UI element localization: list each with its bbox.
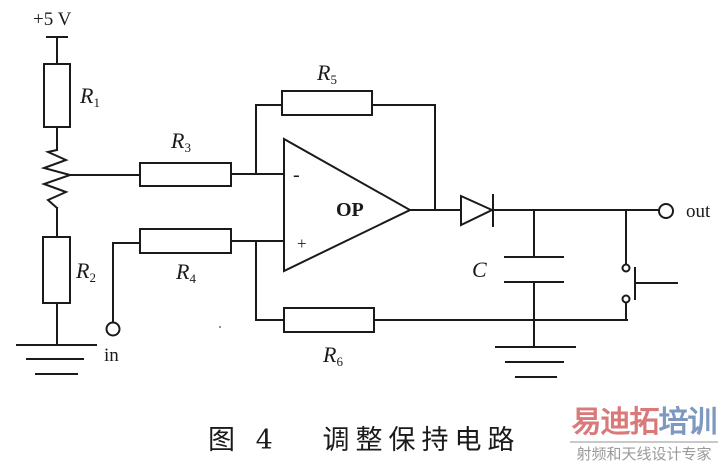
resistor-r3 <box>139 162 232 187</box>
resistor-r5 <box>281 90 373 116</box>
switch-contact-bottom <box>621 294 631 304</box>
label-r4: R4 <box>175 259 196 286</box>
watermark: 易迪拓培训 射频和天线设计专家 <box>566 406 722 463</box>
output-label: out <box>686 201 711 222</box>
label-r3: R3 <box>170 128 191 155</box>
resistor-r4 <box>139 228 232 254</box>
input-label: in <box>104 345 119 366</box>
switch-contact-top <box>621 263 631 273</box>
watermark-divider <box>570 441 718 443</box>
diode <box>460 194 495 227</box>
resistor-r1 <box>43 63 71 128</box>
label-r6: R6 <box>322 342 343 369</box>
potentiometer <box>40 148 74 210</box>
figure-title: 调整保持电路 <box>322 425 521 456</box>
resistor-r2 <box>42 236 71 304</box>
label-c: C <box>472 257 487 282</box>
opamp-plus: + <box>297 234 307 253</box>
figure-caption: 图 4 调整保持电路 <box>208 418 521 457</box>
figure-label: 图 4 <box>208 425 279 456</box>
watermark-brand: 易迪拓培训 <box>571 405 718 440</box>
resistor-r6 <box>283 307 375 333</box>
supply-label: +5 V <box>33 9 72 30</box>
watermark-tagline: 射频和天线设计专家 <box>576 445 712 463</box>
label-r5: R5 <box>316 60 337 87</box>
opamp-minus: - <box>293 164 300 186</box>
opamp-label: OP <box>336 199 364 221</box>
input-terminal <box>105 321 121 337</box>
label-r2: R2 <box>75 258 96 285</box>
opamp <box>283 137 413 273</box>
output-terminal <box>658 203 674 219</box>
label-r1: R1 <box>79 83 100 110</box>
stray-dot <box>219 326 221 328</box>
